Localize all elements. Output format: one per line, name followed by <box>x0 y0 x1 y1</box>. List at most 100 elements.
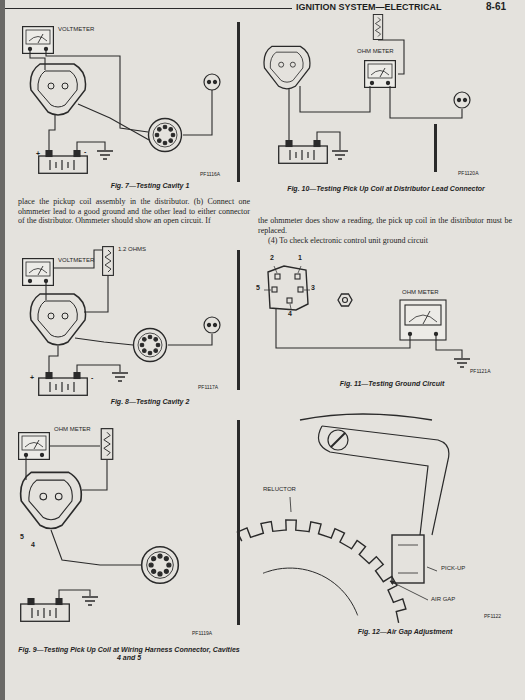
figure-9-drawing <box>237 420 240 625</box>
page-edge-shadow <box>0 0 5 700</box>
figure-caption: Fig. 10—Testing Pick Up Coil at Distribu… <box>262 185 510 193</box>
figure-12-drawing <box>392 535 424 583</box>
figure-9-drawing <box>82 597 98 605</box>
figure-10-drawing <box>332 151 348 159</box>
figure-11-drawing <box>405 305 441 325</box>
figure-9-drawing <box>101 429 113 460</box>
figure-8-drawing <box>49 346 58 372</box>
figure-12-drawing <box>427 567 437 571</box>
part-label: VOLTMETER <box>58 26 94 33</box>
figure-8-drawing <box>77 365 120 372</box>
figure-7-drawing <box>77 142 105 150</box>
callout-number: 1 <box>298 254 302 262</box>
figure-10-drawing <box>288 88 289 140</box>
page-edge-shadow <box>0 0 5 700</box>
figure-12-drawing <box>300 414 432 420</box>
figure-7-drawing <box>237 22 240 182</box>
figure-8-drawing <box>39 373 88 396</box>
figure-11-drawing <box>434 332 437 335</box>
figure-9-drawing <box>21 599 70 622</box>
figure-8-drawing <box>54 250 102 268</box>
reluctor-gear <box>237 520 406 623</box>
figure-caption: Fig. 11—Testing Ground Circuit <box>292 380 492 388</box>
figure-caption: Fig. 7—Testing Cavity 1 <box>60 182 240 190</box>
figure-9-drawing <box>19 433 50 460</box>
figure-8-drawing <box>134 329 167 362</box>
header-rule <box>5 8 292 9</box>
header-rule <box>5 8 292 9</box>
figure-12-drawing <box>322 426 449 535</box>
figure-10-drawing <box>365 61 396 88</box>
callout-number: 5 <box>20 533 24 541</box>
figure-9-drawing <box>50 445 100 446</box>
part-label: RELUCTOR <box>262 486 297 493</box>
figure-10-drawing <box>264 15 470 172</box>
figure-9-drawing <box>51 530 141 565</box>
figure-12-drawing <box>237 414 448 623</box>
figure-8-drawing <box>204 317 220 333</box>
figure-11-drawing <box>338 294 352 306</box>
figure-9-drawing <box>21 472 82 528</box>
callout-number: - <box>91 374 93 382</box>
figure-8-drawing <box>237 250 240 390</box>
callout-number: 3 <box>311 284 315 292</box>
figure-12-drawing <box>290 497 291 512</box>
part-label: OHM METER <box>54 426 91 433</box>
figure-7-drawing <box>204 74 220 90</box>
figure-12-drawing <box>331 433 345 447</box>
figure-9-drawing <box>142 547 179 584</box>
figure-7-drawing <box>97 151 113 159</box>
body-text: place the pickup coil assembly in the di… <box>18 197 250 226</box>
figure-7-drawing <box>23 22 240 182</box>
figure-7-drawing <box>49 114 55 150</box>
figure-7-drawing <box>46 51 148 132</box>
figure-8-drawing <box>75 338 133 345</box>
running-head: IGNITION SYSTEM—ELECTRICAL <box>296 2 442 13</box>
figure-10-drawing <box>378 40 404 74</box>
figure-11-drawing <box>298 287 303 292</box>
figure-11-drawing <box>272 287 277 292</box>
figure-10-drawing <box>390 86 462 118</box>
drawing-code: PF1122 <box>484 613 501 619</box>
part-label: OHM METER <box>357 48 394 55</box>
figure-9-drawing <box>25 457 26 480</box>
figure-11-drawing <box>409 315 437 322</box>
figure-10-drawing <box>300 86 370 112</box>
part-label: AIR GAP <box>430 596 456 603</box>
figure-11-drawing <box>436 336 462 358</box>
figure-11-drawing <box>268 266 308 310</box>
part-label: VOLTMETER <box>58 257 94 264</box>
figure-11-drawing <box>454 359 470 367</box>
figure-11-drawing <box>295 274 300 279</box>
figure-caption: Fig. 9—Testing Pick Up Coil at Wiring Ha… <box>18 646 240 663</box>
figure-10-drawing <box>434 124 437 172</box>
figure-11-drawing <box>343 298 348 303</box>
reluctor-gear <box>237 520 406 623</box>
figure-10-drawing <box>373 15 382 40</box>
figure-7-drawing <box>39 151 88 174</box>
figure-7-drawing <box>30 51 45 70</box>
figure-11-drawing <box>264 266 470 367</box>
figure-8-drawing <box>23 247 240 396</box>
part-label: PICK-UP <box>440 565 466 572</box>
figure-11-drawing <box>287 298 292 303</box>
figure-7-drawing <box>30 64 85 115</box>
figure-12-drawing <box>350 455 428 535</box>
body-text: (4) To check electronic control unit gro… <box>268 236 512 246</box>
figure-7-drawing <box>78 104 149 140</box>
drawing-code: PF1117A <box>198 384 218 390</box>
figure-8-drawing <box>84 276 108 312</box>
drawing-code: PF1120A <box>458 170 478 176</box>
body-text: the ohmmeter does show a reading, the pi… <box>258 216 512 235</box>
figure-caption: Fig. 12—Air Gap Adjustment <box>300 628 510 636</box>
figure-10-drawing <box>264 46 310 88</box>
figure-8-drawing <box>23 259 54 286</box>
figure-12-drawing <box>328 430 348 450</box>
figure-11-drawing <box>400 300 446 340</box>
callout-number: 4 <box>288 310 292 318</box>
figure-9-drawing <box>82 460 107 490</box>
figure-8-drawing <box>45 283 46 300</box>
callout-number: 4 <box>31 541 35 549</box>
